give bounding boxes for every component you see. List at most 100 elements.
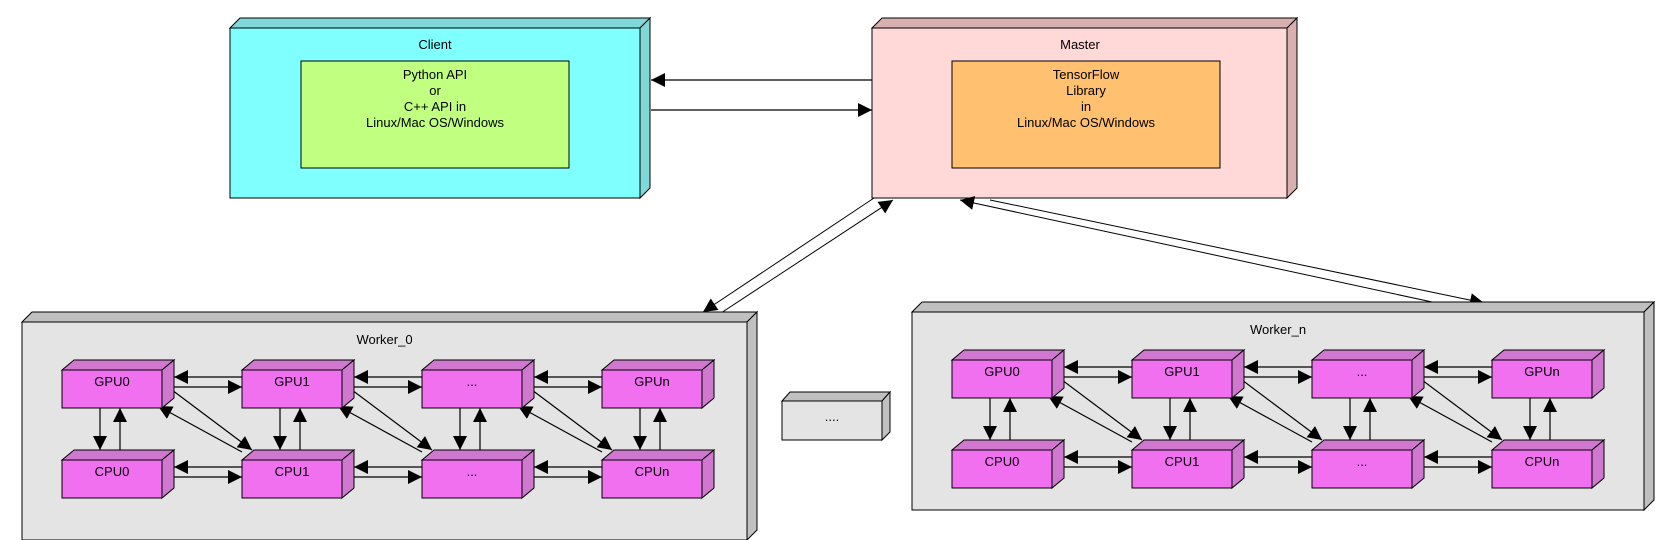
master-library-line-1: TensorFlow — [1053, 67, 1120, 82]
worker-0-top — [20, 311, 759, 323]
worker-1-gpu-2-label: ... — [1357, 364, 1368, 379]
worker-1-arrow-gpu2-to-cpu3 — [1413, 373, 1503, 441]
worker-1-cpu-1-body — [1131, 449, 1233, 489]
worker-1-gpu-3-top — [1490, 349, 1606, 361]
worker-1-gpu-3-label: GPUn — [1524, 364, 1559, 379]
master-node-top — [870, 17, 1299, 29]
ellipsis-box-body — [781, 400, 883, 441]
worker-1-cpu-3-top — [1490, 439, 1606, 451]
worker-0-gpu-2-label: ... — [467, 374, 478, 389]
worker-1-cpu-3-body — [1491, 449, 1593, 489]
worker-1-gpu-0-body — [951, 359, 1053, 399]
client-api-box[interactable] — [300, 60, 570, 169]
master-node[interactable]: Master TensorFlow Library in Linux/Mac O… — [870, 16, 1299, 200]
arrow-worker-0-to-master — [720, 199, 894, 314]
worker-0-arrow-gpu2-to-cpu3 — [523, 383, 613, 451]
worker-1-cpu-0-label: CPU0 — [985, 454, 1020, 469]
worker-0-cpu-1-body — [241, 459, 343, 499]
master-library-line-4: Linux/Mac OS/Windows — [1017, 115, 1155, 130]
worker-1-arrow-cpu3-to-gpu2 — [1407, 395, 1493, 443]
worker-1-gpu-2-body — [1311, 359, 1413, 399]
worker-0-links — [93, 370, 667, 484]
worker-1-cpu-1-top — [1130, 439, 1246, 451]
worker-0-cpu-2-label: ... — [467, 464, 478, 479]
worker-0-cpu-1-top — [240, 449, 356, 461]
worker-0-cpu-3-top — [600, 449, 716, 461]
worker-0-cpu-0[interactable]: CPU0 — [60, 448, 176, 500]
worker-1-gpu-0[interactable]: GPU0 — [950, 348, 1066, 400]
worker-0-cpu-1[interactable]: CPU1 — [240, 448, 356, 500]
worker-0-gpu-1-body — [241, 369, 343, 409]
worker-0-gpu-1[interactable]: GPU1 — [240, 358, 356, 410]
worker-0-gpu-2-top — [420, 359, 536, 371]
worker-0-gpu-3[interactable]: GPUn — [600, 358, 716, 410]
worker-0-gpu-3-body — [601, 369, 703, 409]
client-node-side — [639, 16, 651, 200]
worker-0-gpu-0-body — [61, 369, 163, 409]
worker-1-cpu-0[interactable]: CPU0 — [950, 438, 1066, 490]
worker-0-gpu-0[interactable]: GPU0 — [60, 358, 176, 410]
worker-0-cpu-3[interactable]: CPUn — [600, 448, 716, 500]
worker-0-cpu-2-top — [420, 449, 536, 461]
worker-0-cpu-0-label: CPU0 — [95, 464, 130, 479]
worker-1-gpu-3[interactable]: GPUn — [1490, 348, 1606, 400]
worker-1-arrow-cpu1-to-gpu0 — [1047, 395, 1133, 443]
worker-1-gpu-0-top — [950, 349, 1066, 361]
worker-1-gpu-1[interactable]: GPU1 — [1130, 348, 1246, 400]
worker-1-title: Worker_n — [1250, 322, 1306, 337]
worker-1-cpu-3-label: CPUn — [1525, 454, 1560, 469]
worker-0-gpu-1-top — [240, 359, 356, 371]
worker-0-arrow-cpu2-to-gpu1 — [337, 405, 423, 453]
worker-1-gpu-3-body — [1491, 359, 1593, 399]
worker-1-cpu-1-label: CPU1 — [1165, 454, 1200, 469]
ellipsis-box-label: .... — [825, 409, 839, 424]
worker-1-cpu-0-top — [950, 439, 1066, 451]
client-node-top — [228, 17, 652, 29]
worker-1-gpu-2[interactable]: ... — [1310, 348, 1426, 400]
worker-0-arrow-gpu1-to-cpu2 — [343, 383, 433, 451]
worker-1-cpu-2-top — [1310, 439, 1426, 451]
worker-0-gpu-1-label: GPU1 — [274, 374, 309, 389]
worker-1-gpu-0-label: GPU0 — [984, 364, 1019, 379]
worker-0-cpu-2-body — [421, 459, 523, 499]
worker-1-cpu-1[interactable]: CPU1 — [1130, 438, 1246, 490]
worker-0-side — [746, 310, 758, 540]
worker-0-gpu-2[interactable]: ... — [420, 358, 536, 410]
worker-1-gpu-1-body — [1131, 359, 1233, 399]
client-api-line-2: or — [429, 83, 441, 98]
client-api-line-3: C++ API in — [404, 99, 466, 114]
worker-0-gpu-0-label: GPU0 — [94, 374, 129, 389]
worker-0-arrow-cpu3-to-gpu2 — [517, 405, 603, 453]
worker-1-gpu-1-top — [1130, 349, 1246, 361]
workers-layer: Worker_0GPU0CPU0GPU1CPU1......GPUnCPUnWo… — [20, 300, 1656, 540]
worker-0-cpu-2[interactable]: ... — [420, 448, 536, 500]
worker-1-cpu-0-body — [951, 449, 1053, 489]
arrow-master-to-worker-0 — [702, 197, 875, 313]
worker-1-cpu-2-label: ... — [1357, 454, 1368, 469]
worker-0-arrow-cpu1-to-gpu0 — [157, 405, 243, 453]
worker-0-cpu-3-body — [601, 459, 703, 499]
arrow-worker-n-to-master — [959, 196, 1433, 303]
ellipsis-box-top — [780, 391, 892, 402]
client-node[interactable]: Client Python API or C++ API in Linux/Ma… — [228, 16, 652, 200]
worker-0-arrow-gpu0-to-cpu1 — [163, 383, 253, 451]
worker-1-cpu-2[interactable]: ... — [1310, 438, 1426, 490]
worker-0-cpu-3-label: CPUn — [635, 464, 670, 479]
master-library-box[interactable] — [951, 60, 1221, 169]
master-title: Master — [1060, 37, 1100, 52]
worker-1-cpu-3[interactable]: CPUn — [1490, 438, 1606, 490]
worker-0-gpu-2-body — [421, 369, 523, 409]
worker-0-cpu-0-top — [60, 449, 176, 461]
more-workers-ellipsis-box: .... — [780, 390, 892, 442]
arrow-master-to-worker-n — [989, 199, 1485, 307]
client-api-line-1: Python API — [403, 67, 467, 82]
worker-1-cpu-2-body — [1311, 449, 1413, 489]
worker-1-gpu-2-top — [1310, 349, 1426, 361]
worker-1-top — [910, 301, 1656, 313]
master-library-line-3: in — [1081, 99, 1091, 114]
worker-1-arrow-cpu2-to-gpu1 — [1227, 395, 1313, 443]
client-api-line-4: Linux/Mac OS/Windows — [366, 115, 504, 130]
